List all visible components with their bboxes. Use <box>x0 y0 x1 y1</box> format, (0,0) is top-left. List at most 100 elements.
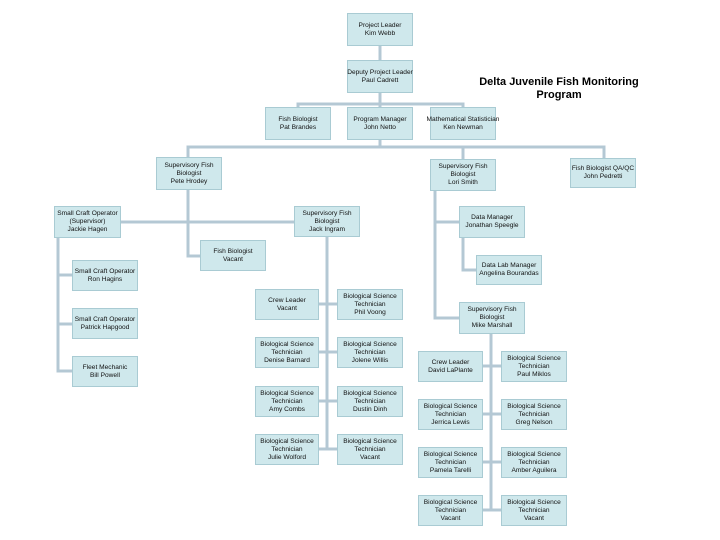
org-box-name: Amber Aguilera <box>511 466 557 474</box>
org-box-role: Program Manager <box>353 115 407 123</box>
org-box-bio-tech-lewis: Biological Science Technician Jerrica Le… <box>418 399 483 430</box>
org-box-bio-tech-vacant-marshall-2: Biological Science Technician Vacant <box>501 495 567 526</box>
org-box-role: Technician <box>354 300 386 308</box>
org-box-project-leader: Project Leader Kim Webb <box>347 13 413 46</box>
org-box-role: Technician <box>434 458 467 466</box>
org-box-name: Jackie Hagen <box>67 226 108 233</box>
org-box-mathematical-statistician: Mathematical Statistician Ken Newman <box>427 107 499 140</box>
org-box-bio-tech-aguilera: Biological Science Technician Amber Agui… <box>501 447 567 478</box>
org-box-name: Vacant <box>440 514 461 522</box>
org-box-role: Small Craft Operator <box>57 210 118 217</box>
org-box-fish-biologist-vacant: Fish Biologist Vacant <box>200 240 266 271</box>
org-box-bio-tech-barnard: Biological Science Technician Denise Bar… <box>255 337 319 368</box>
org-box-data-lab-manager: Data Lab Manager Angelina Bourandas <box>476 255 542 285</box>
org-box-role: Small Craft Operator <box>74 267 136 275</box>
org-box-name: Pamela Tarelli <box>429 466 472 474</box>
org-box-bio-tech-miklos: Biological Science Technician Paul Miklo… <box>501 351 567 382</box>
org-box-name: Jerrica Lewis <box>431 418 470 426</box>
org-box-crew-leader-laplante: Crew Leader David LaPlante <box>418 351 483 382</box>
org-box-name: Denise Barnard <box>264 356 310 364</box>
chart-title-line1: Delta Juvenile Fish Monitoring <box>479 76 639 88</box>
org-box-name: Jolene Willis <box>351 356 389 364</box>
org-box-role: Technician <box>354 348 386 356</box>
org-box-role: Biological Science <box>260 389 314 397</box>
org-box-role: Biological Science <box>423 450 478 458</box>
org-box-role: Technician <box>271 445 303 453</box>
org-box-role: Supervisory Fish <box>438 163 488 170</box>
org-box-deputy-project-leader: Deputy Project Leader Paul Cadrett <box>347 60 413 93</box>
org-box-role: Data Lab Manager <box>481 262 537 269</box>
org-box-role: Fish Biologist QA/QC <box>571 165 635 172</box>
org-box-supervisory-fish-biologist-marshall: Supervisory Fish Biologist Mike Marshall <box>459 302 525 334</box>
org-box-role: Supervisory Fish <box>164 161 214 169</box>
org-box-bio-tech-tarelli: Biological Science Technician Pamela Tar… <box>418 447 483 478</box>
org-box-role: Technician <box>271 348 303 356</box>
org-box-bio-tech-wolford: Biological Science Technician Julie Wolf… <box>255 434 319 465</box>
org-box-name: Greg Nelson <box>515 418 553 426</box>
org-box-name: Vacant <box>523 514 545 522</box>
org-box-role: Fish Biologist <box>278 115 318 123</box>
chart-title-line2: Program <box>536 89 582 101</box>
org-box-small-craft-operator-hapgood: Small Craft Operator Patrick Hapgood <box>72 308 138 339</box>
org-box-role: Biological Science <box>260 340 314 348</box>
org-box-name: Vacant <box>359 453 381 461</box>
org-box-fleet-mechanic: Fleet Mechanic Bill Powell <box>72 356 138 387</box>
org-box-name: Paul Miklos <box>517 370 551 378</box>
org-box-name: Paul Cadrett <box>361 76 399 84</box>
org-box-name: Mike Marshall <box>471 322 513 329</box>
org-box-role: Fish Biologist <box>213 247 253 255</box>
org-box-role: (Supervisor) <box>69 218 106 225</box>
org-box-name: John Pedretti <box>583 173 623 180</box>
org-box-role: Biological Science <box>260 437 314 445</box>
org-box-role: Biologist <box>479 314 505 321</box>
org-box-name: John Netto <box>364 123 396 131</box>
org-box-role: Biological Science <box>507 354 561 362</box>
org-box-small-craft-operator-hagins: Small Craft Operator Ron Hagins <box>72 260 138 291</box>
org-box-name: Ron Hagins <box>87 275 123 283</box>
org-box-name: Jonathan Speegle <box>465 222 519 229</box>
org-box-name: Ken Newman <box>443 123 483 131</box>
org-box-name: Patrick Hapgood <box>80 323 130 331</box>
chart-title: Delta Juvenile Fish Monitoring Program <box>478 76 640 102</box>
org-box-role: Technician <box>518 410 550 418</box>
org-box-role: Data Manager <box>471 214 513 221</box>
org-box-name: Jack Ingram <box>309 225 345 233</box>
org-box-role: Biologist <box>450 171 476 178</box>
org-box-bio-tech-vacant-marshall-1: Biological Science Technician Vacant <box>418 495 483 526</box>
org-box-role: Biologist <box>176 169 202 177</box>
org-box-role: Technician <box>354 397 386 405</box>
org-box-crew-leader-vacant: Crew Leader Vacant <box>255 289 319 320</box>
org-box-name: Pat Brandes <box>279 123 317 131</box>
org-box-supervisory-fish-biologist-smith: Supervisory Fish Biologist Lori Smith <box>430 159 496 191</box>
org-box-role: Biological Science <box>343 389 397 397</box>
org-box-name: Phil Voong <box>354 308 386 316</box>
org-box-data-manager: Data Manager Jonathan Speegle <box>459 206 525 238</box>
org-box-role: Biological Science <box>343 340 397 348</box>
org-box-role: Biological Science <box>507 402 561 410</box>
org-box-role: Technician <box>354 445 386 453</box>
org-box-role: Fleet Mechanic <box>82 363 128 371</box>
org-box-role: Biological Science <box>343 292 397 300</box>
org-box-name: Bill Powell <box>89 371 121 379</box>
org-box-name: Dustin Dinh <box>352 405 388 413</box>
org-box-role: Small Craft Operator <box>74 315 136 323</box>
org-box-role: Biological Science <box>423 498 478 506</box>
org-box-small-craft-operator-hagen: Small Craft Operator (Supervisor) Jackie… <box>54 206 121 238</box>
org-box-role: Biological Science <box>507 450 561 458</box>
org-box-supervisory-fish-biologist-hrodey: Supervisory Fish Biologist Pete Hrodey <box>156 157 222 190</box>
org-box-bio-tech-voong: Biological Science Technician Phil Voong <box>337 289 403 320</box>
org-box-role: Biologist <box>314 217 340 225</box>
org-box-role: Crew Leader <box>268 296 306 304</box>
org-box-bio-tech-combs: Biological Science Technician Amy Combs <box>255 386 319 417</box>
org-box-bio-tech-dinh: Biological Science Technician Dustin Din… <box>337 386 403 417</box>
org-box-bio-tech-nelson: Biological Science Technician Greg Nelso… <box>501 399 567 430</box>
org-box-role: Technician <box>271 397 303 405</box>
org-box-role: Technician <box>518 362 550 370</box>
org-box-name: David LaPlante <box>428 366 473 374</box>
org-box-name: Amy Combs <box>269 405 305 413</box>
org-box-role: Biological Science <box>343 437 397 445</box>
org-box-role: Technician <box>434 410 467 418</box>
org-box-name: Julie Wolford <box>268 453 306 461</box>
org-box-role: Deputy Project Leader <box>347 68 413 76</box>
